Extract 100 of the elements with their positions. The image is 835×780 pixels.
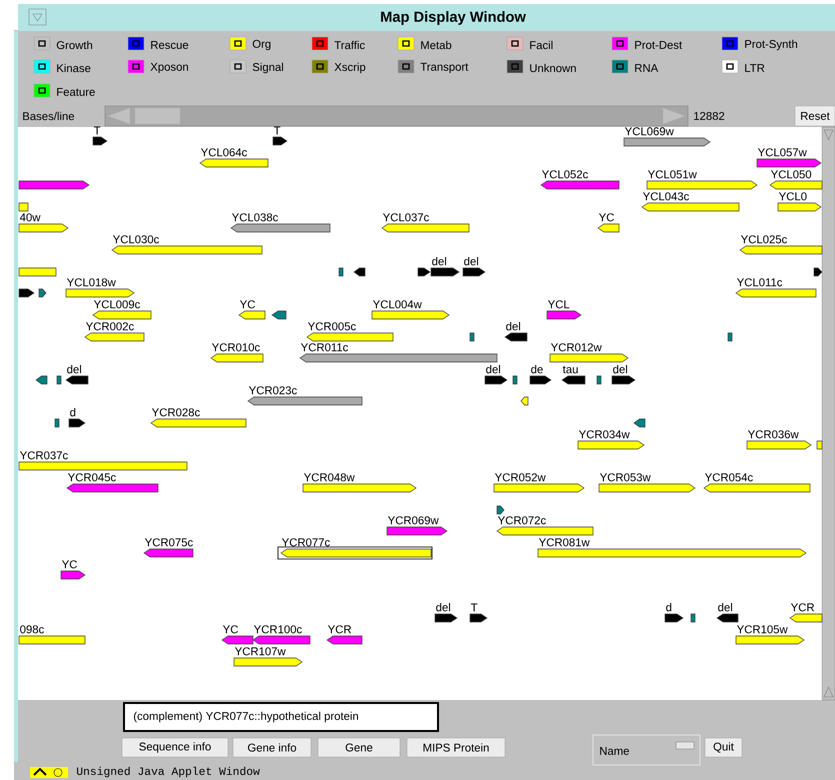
node-label: YCR002c	[86, 322, 134, 330]
legend-label: Metab	[421, 40, 452, 50]
legend-label: Kinase	[57, 64, 90, 72]
feature-box	[728, 332, 732, 342]
node-label: YCR052w	[494, 473, 546, 482]
node-label: YCL052c	[542, 170, 588, 178]
node-label: YCR077c	[282, 538, 330, 546]
marker-feature: d	[68, 408, 86, 428]
gene-feature: YCR053w	[598, 473, 696, 492]
ui-label: 12882	[694, 112, 724, 120]
node-label: YCL037c	[382, 213, 429, 222]
node-label: YCL050	[770, 170, 812, 178]
legend-label: Traffic	[334, 40, 365, 50]
feature-box	[470, 332, 474, 342]
gene-feature: YCR037c	[18, 451, 188, 470]
feature-box	[54, 418, 60, 428]
push-button: Sequence info	[122, 738, 228, 758]
marker-feature: del	[430, 257, 460, 276]
gene-feature: 098c	[18, 625, 86, 644]
node-label: YCL0	[778, 192, 807, 200]
marker-feature: d	[664, 603, 684, 622]
node-label: YCR005c	[308, 322, 356, 330]
node-label: d	[70, 408, 76, 416]
gene-feature: YCR107w	[234, 647, 303, 666]
legend-label: Growth	[56, 40, 92, 50]
node-label: YCL018w	[66, 278, 116, 286]
gene-feature: 40w	[18, 213, 69, 232]
marker-feature: del	[462, 257, 486, 276]
feature-bar	[520, 396, 528, 406]
node-label: YCR100c	[254, 625, 302, 634]
node-label: YCR036w	[748, 430, 799, 438]
legend-label: Unknown	[530, 64, 576, 72]
legend-label: Prot-Dest	[635, 41, 682, 49]
legend-label: Facil	[530, 40, 552, 50]
ui-label: Bases/line	[23, 112, 74, 120]
feature-box	[596, 376, 602, 384]
node-label: T	[470, 604, 478, 612]
feature-bar	[496, 506, 504, 514]
node-label: YCR012w	[550, 343, 602, 352]
legend-label: Rescue	[151, 41, 188, 49]
node-label: d	[666, 603, 672, 612]
node-label: del	[718, 603, 732, 612]
legend-label: Transport	[420, 62, 468, 74]
node-label: YCR081w	[538, 538, 590, 546]
node-label: YCR048w	[304, 473, 355, 482]
node-label: YCR105w	[736, 625, 788, 634]
feature-box	[18, 268, 56, 276]
gene-feature: YCL0	[778, 192, 822, 212]
node-label: YCL009c	[94, 300, 140, 308]
node-label: YC	[240, 300, 255, 308]
node-label: YCR054c	[704, 473, 753, 482]
gene-feature: YCR081w	[538, 538, 807, 558]
node-label: YCR011c	[300, 343, 348, 352]
node-label: YCR028c	[152, 408, 200, 416]
legend-label: Org	[252, 40, 270, 50]
feature-box	[512, 376, 518, 384]
node-label: YCL051w	[648, 170, 697, 178]
node-label: YCR072c	[498, 516, 546, 524]
legend-label: Signal	[252, 62, 283, 74]
marker-feature: de	[530, 365, 552, 384]
gene-feature: YCL057w	[756, 148, 822, 168]
gene-feature: YCR052w	[494, 473, 585, 492]
node-label: YCR010c	[212, 343, 260, 352]
push-button: Gene info	[232, 738, 312, 758]
node-label: tau	[562, 366, 578, 374]
marker-feature: del	[612, 365, 636, 384]
gene-feature: YCR048w	[302, 473, 417, 492]
feature-box	[56, 376, 62, 384]
node-label: YCR069w	[388, 516, 439, 524]
node-label: YCL011c	[736, 278, 782, 286]
push-button: Quit	[704, 738, 742, 758]
gene-feature: YCR012w	[550, 343, 629, 362]
feature-bar	[38, 288, 46, 298]
node-label: YC	[598, 213, 614, 222]
gene-feature: YCL004w	[372, 300, 450, 320]
text-field: (complement) YCR077c::hypothetical protein	[123, 702, 439, 732]
status-text: Unsigned Java Applet Window	[77, 766, 260, 778]
marker-feature: T	[92, 126, 108, 146]
node-label: YC	[62, 560, 77, 568]
legend-label: LTR	[745, 64, 764, 72]
node-label: YCL064c	[200, 148, 247, 156]
dropdown: Name	[592, 734, 700, 766]
node-label: YCL038c	[232, 213, 278, 222]
node-label: YCR075c	[144, 538, 193, 546]
node-label: YCL057w	[758, 148, 807, 156]
legend-label: RNA	[635, 64, 658, 72]
gene-feature: YCL051w	[646, 170, 758, 190]
marker-feature: T	[470, 604, 488, 622]
feature-bar	[418, 268, 431, 276]
gene-feature: YCR034w	[578, 430, 645, 450]
gene-feature: YC	[60, 560, 86, 580]
node-label: YCR053w	[600, 473, 651, 482]
node-label: del	[486, 365, 500, 374]
node-label: YCL025c	[740, 235, 787, 244]
marker-feature: del	[484, 365, 508, 384]
node-label: T	[94, 126, 100, 134]
node-label: del	[506, 322, 520, 330]
node-label: YCR023c	[248, 386, 297, 394]
node-label: YCR	[790, 603, 814, 612]
node-label: YC	[222, 625, 238, 634]
